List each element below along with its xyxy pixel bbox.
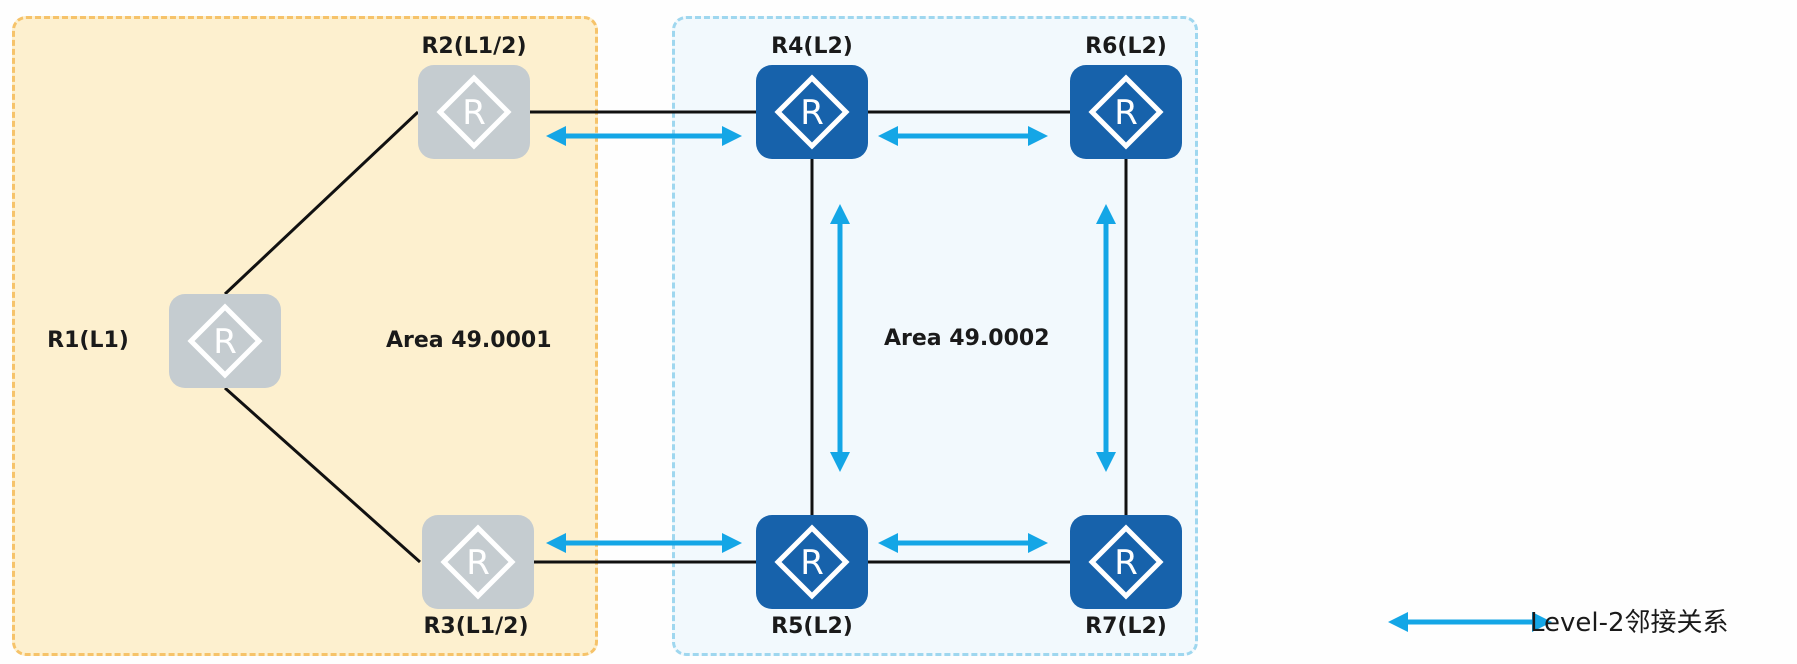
- svg-text:R: R: [213, 322, 237, 362]
- svg-text:R: R: [462, 93, 486, 133]
- router-label-r5: R5(L2): [771, 614, 853, 639]
- svg-text:R: R: [1114, 93, 1138, 133]
- link-r1-r2: [223, 110, 420, 296]
- area-label-49-0002: Area 49.0002: [884, 326, 1050, 351]
- router-r7[interactable]: R: [1070, 515, 1182, 609]
- router-r6[interactable]: R: [1070, 65, 1182, 159]
- router-r3[interactable]: R: [422, 515, 534, 609]
- router-label-r3: R3(L1/2): [423, 614, 529, 639]
- svg-text:R: R: [800, 543, 824, 583]
- router-icon: R: [436, 74, 512, 150]
- router-icon: R: [187, 303, 263, 379]
- router-label-r7: R7(L2): [1085, 614, 1167, 639]
- router-icon: R: [1088, 74, 1164, 150]
- router-icon: R: [774, 74, 850, 150]
- router-r5[interactable]: R: [756, 515, 868, 609]
- router-label-r1: R1(L1): [47, 328, 129, 353]
- router-label-r4: R4(L2): [771, 34, 853, 59]
- router-r4[interactable]: R: [756, 65, 868, 159]
- link-r1-r3: [224, 386, 421, 564]
- router-label-r6: R6(L2): [1085, 34, 1167, 59]
- router-icon: R: [440, 524, 516, 600]
- svg-text:R: R: [466, 543, 490, 583]
- router-r2[interactable]: R: [418, 65, 530, 159]
- router-label-r2: R2(L1/2): [421, 34, 527, 59]
- area-label-49-0001: Area 49.0001: [386, 328, 552, 353]
- svg-text:R: R: [1114, 543, 1138, 583]
- legend-label: Level-2邻接关系: [1530, 608, 1729, 638]
- router-r1[interactable]: R: [169, 294, 281, 388]
- router-icon: R: [1088, 524, 1164, 600]
- svg-text:R: R: [800, 93, 824, 133]
- router-icon: R: [774, 524, 850, 600]
